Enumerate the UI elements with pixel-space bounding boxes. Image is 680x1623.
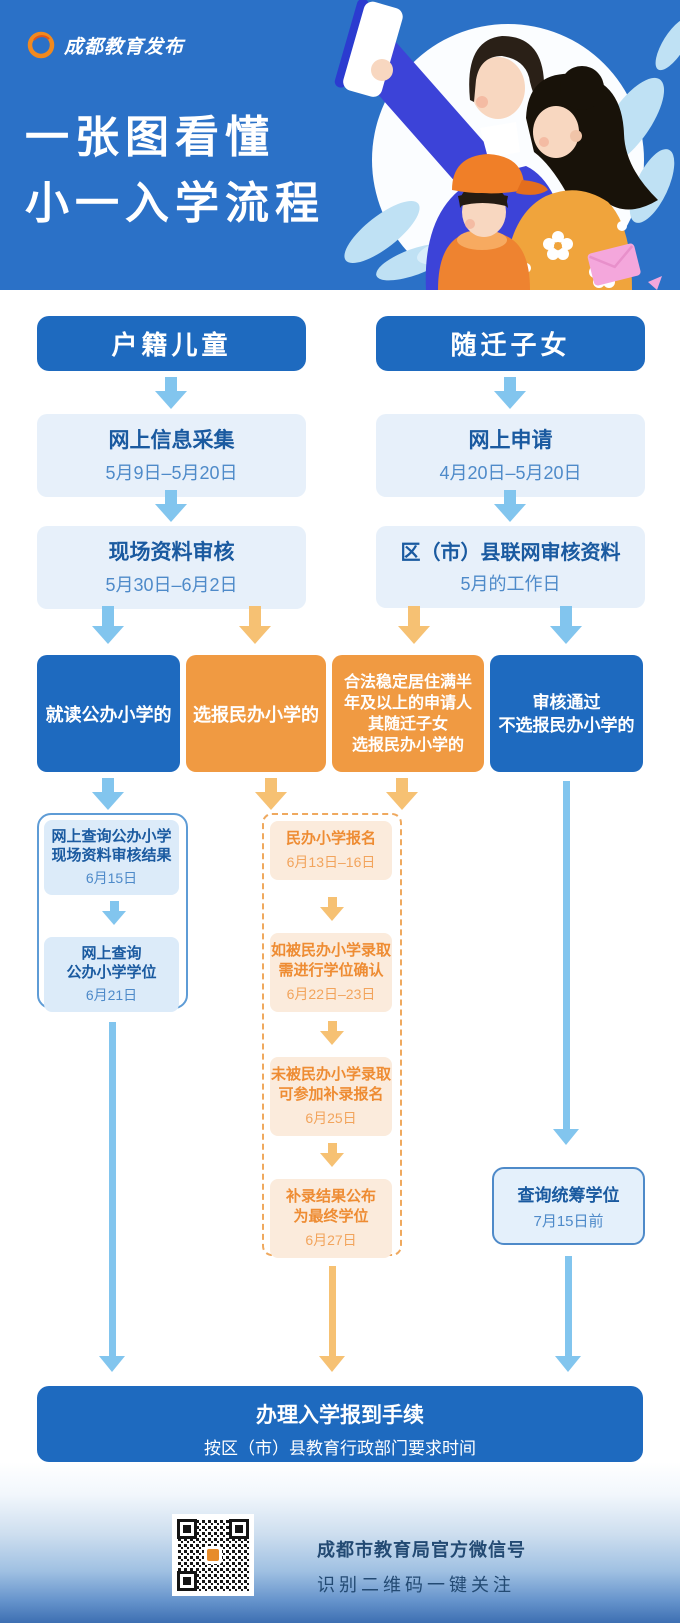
branch-approved-no-private: 审核通过 不选报民办小学的 [490, 655, 643, 772]
long-down-arrow-icon [319, 1266, 345, 1372]
step-title: 补录结果公布 为最终学位 [285, 1188, 376, 1225]
column-header-resident-children: 户籍儿童 [37, 316, 306, 371]
hero-banner: 成都教育发布 一张图看懂 小一入学流程 [0, 0, 680, 290]
page-title-line2: 小一入学流程 [25, 179, 325, 228]
step-title: 查询统筹学位 [517, 1186, 620, 1205]
step-title: 现场资料审核 [108, 541, 235, 564]
brand: 成都教育发布 [26, 30, 184, 60]
footer-line1: 成都市教育局官方微信号 [317, 1540, 526, 1560]
down-arrow-icon [92, 606, 124, 644]
footer-line2: 识别二维码一键关注 [317, 1575, 515, 1595]
family-selfie-illustration [334, 0, 680, 290]
down-arrow-icon [102, 901, 126, 925]
step-query-pooled-seat: 查询统筹学位 7月15日前 [492, 1167, 645, 1245]
branch-public-school: 就读公办小学的 [37, 655, 180, 772]
step-query-public-seat: 网上查询 公办小学学位 6月21日 [44, 937, 179, 1012]
column-header-migrant-children: 随迁子女 [376, 316, 645, 371]
long-down-arrow-icon [553, 781, 579, 1145]
down-arrow-icon [398, 606, 430, 644]
step-private-registration: 民办小学报名 6月13日–16日 [270, 821, 392, 880]
final-step-enrollment: 办理入学报到手续 按区（市）县教育行政部门要求时间 [37, 1386, 643, 1462]
branch-migrant-private-choice: 合法稳定居住满半 年及以上的申请人 其随迁子女 选报民办小学的 [332, 655, 484, 772]
chengdu-education-logo-icon [27, 31, 55, 59]
long-down-arrow-icon [99, 1022, 125, 1372]
step-private-supplementary-registration: 未被民办小学录取 可参加补录报名 6月25日 [270, 1057, 392, 1136]
step-date: 6月21日 [85, 987, 138, 1003]
footer-gradient [0, 1462, 680, 1623]
down-arrow-icon [320, 1021, 344, 1045]
down-arrow-icon [92, 778, 124, 810]
down-arrow-icon [155, 377, 187, 409]
down-arrow-icon [255, 778, 287, 810]
step-private-admission-confirm: 如被民办小学录取 需进行学位确认 6月22日–23日 [270, 933, 392, 1012]
step-title: 民办小学报名 [285, 830, 376, 847]
step-date: 4月20日–5月20日 [439, 463, 582, 483]
final-subtitle: 按区（市）县教育行政部门要求时间 [204, 1439, 476, 1458]
step-date: 5月30日–6月2日 [105, 575, 238, 595]
step-query-review-result: 网上查询公办小学 现场资料审核结果 6月15日 [44, 820, 179, 895]
step-title: 网上信息采集 [108, 429, 235, 452]
step-date: 6月13日–16日 [286, 854, 376, 870]
down-arrow-icon [494, 377, 526, 409]
step-title: 未被民办小学录取 可参加补录报名 [270, 1066, 391, 1103]
qr-code-icon [172, 1514, 254, 1596]
public-school-track: 网上查询公办小学 现场资料审核结果 6月15日 网上查询 公办小学学位 6月21… [37, 813, 188, 1012]
long-down-arrow-icon [555, 1256, 581, 1372]
step-district-online-review: 区（市）县联网审核资料 5月的工作日 [376, 526, 645, 608]
final-title: 办理入学报到手续 [256, 1404, 424, 1427]
step-title: 网上查询公办小学 现场资料审核结果 [51, 828, 172, 864]
page-title-line1: 一张图看懂 [25, 113, 275, 162]
down-arrow-icon [494, 490, 526, 522]
step-date: 5月9日–5月20日 [105, 463, 238, 483]
down-arrow-icon [550, 606, 582, 644]
down-arrow-icon [155, 490, 187, 522]
brand-name: 成都教育发布 [64, 36, 185, 58]
step-onsite-material-review: 现场资料审核 5月30日–6月2日 [37, 526, 306, 609]
down-arrow-icon [386, 778, 418, 810]
footer-caption: 成都市教育局官方微信号 识别二维码一键关注 [317, 1536, 526, 1597]
step-title: 如被民办小学录取 需进行学位确认 [270, 942, 391, 979]
down-arrow-icon [320, 897, 344, 921]
step-date: 6月15日 [85, 870, 138, 886]
step-date: 6月25日 [305, 1110, 357, 1126]
private-school-track: 民办小学报名 6月13日–16日 如被民办小学录取 需进行学位确认 6月22日–… [262, 813, 402, 1258]
down-arrow-icon [239, 606, 271, 644]
step-date: 6月22日–23日 [286, 986, 376, 1002]
wechat-qr-code [172, 1514, 254, 1596]
step-date: 7月15日前 [533, 1213, 604, 1230]
branch-private-school-choice: 选报民办小学的 [186, 655, 326, 772]
step-online-info-collection: 网上信息采集 5月9日–5月20日 [37, 414, 306, 497]
step-title: 网上查询 公办小学学位 [66, 945, 157, 981]
step-date: 6月27日 [305, 1232, 357, 1248]
step-title: 网上申请 [468, 429, 553, 452]
down-arrow-icon [320, 1143, 344, 1167]
step-date: 5月的工作日 [460, 574, 561, 594]
step-supplementary-result: 补录结果公布 为最终学位 6月27日 [270, 1179, 392, 1258]
step-online-application: 网上申请 4月20日–5月20日 [376, 414, 645, 497]
step-title: 区（市）县联网审核资料 [400, 542, 621, 564]
